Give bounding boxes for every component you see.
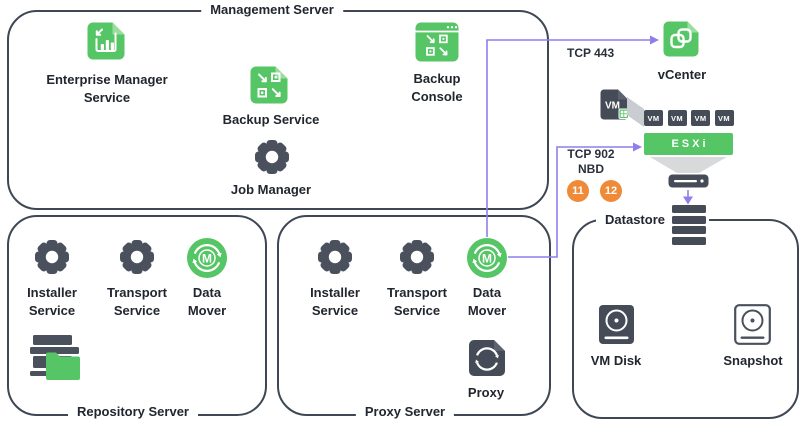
gear-icon [35, 240, 69, 274]
vm-disk-label: VM Disk [590, 353, 642, 368]
vm-disk-icon [599, 305, 634, 344]
vcenter-icon [663, 21, 699, 57]
vm-host-text: VM [605, 101, 620, 112]
datastore-stack-icon [669, 203, 709, 248]
data-mover-letter: M [482, 252, 492, 266]
backup-console-icon [415, 22, 459, 62]
proxy-server-title: Proxy Server [355, 404, 455, 419]
step-badge-11: 11 [567, 180, 589, 202]
backup-service-label: Backup Service [222, 112, 320, 127]
vm-chip: VM [667, 110, 687, 126]
data-mover-icon: M [187, 238, 227, 278]
proxy-data-mover-label: Data Mover [467, 285, 507, 318]
enterprise-manager-icon [87, 22, 125, 60]
arrowhead-vcenter [650, 35, 659, 45]
storage-appliance-icon [668, 174, 709, 188]
backup-service-icon [250, 66, 288, 104]
repo-transport-service-label: Transport Service [107, 285, 167, 318]
data-mover-letter: M [202, 252, 212, 266]
step-badge-12: 12 [600, 180, 622, 202]
enterprise-manager-label: Enterprise Manager Service [46, 72, 168, 105]
proxy-node-label: Proxy [467, 385, 505, 400]
proxy-transport-service-label: Transport Service [387, 285, 447, 318]
vm-chip: VM [691, 110, 710, 126]
gear-icon [120, 240, 154, 274]
tcp-902-label: TCP 902 [567, 147, 615, 161]
repository-files-icon [30, 335, 80, 380]
esxi-funnel-shape [650, 157, 727, 173]
repository-server-title: Repository Server [68, 404, 198, 419]
snapshot-icon [734, 304, 771, 345]
repo-installer-service-label: Installer Service [27, 285, 77, 318]
proxy-installer-service-label: Installer Service [310, 285, 360, 318]
vm-chip: VM [714, 110, 734, 126]
vcenter-label: vCenter [657, 67, 707, 82]
esxi-bar: ESXi [644, 133, 733, 155]
vm-chip-row: VM VM VM VM [644, 110, 734, 126]
repo-data-mover-label: Data Mover [187, 285, 227, 318]
gear-icon [400, 240, 434, 274]
vm-host-icon: VM [600, 89, 629, 120]
vm-chip: VM [644, 110, 663, 126]
job-manager-label: Job Manager [230, 182, 312, 197]
data-mover-icon: M [467, 238, 507, 278]
datastore-title: Datastore [596, 212, 674, 227]
snapshot-label: Snapshot [723, 353, 783, 368]
tcp-443-label: TCP 443 [567, 46, 615, 60]
backup-console-label: Backup Console [411, 71, 463, 104]
nbd-label: NBD [578, 162, 604, 176]
gear-icon [318, 240, 352, 274]
gear-icon [255, 140, 289, 174]
proxy-icon [469, 340, 505, 376]
arrowhead-esxi [633, 142, 642, 152]
management-server-title: Management Server [201, 2, 343, 17]
